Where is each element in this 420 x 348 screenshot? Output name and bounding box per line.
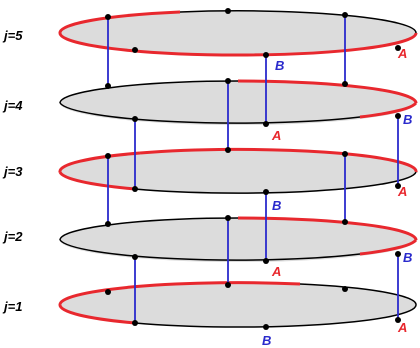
node-points bbox=[105, 8, 401, 330]
level-label-j3: j=3 bbox=[2, 164, 23, 179]
disk-j1 bbox=[60, 283, 416, 327]
node bbox=[225, 8, 231, 14]
node bbox=[225, 282, 231, 288]
node bbox=[132, 186, 138, 192]
point-label-b-j5: B bbox=[275, 58, 284, 73]
level-label-j1: j=1 bbox=[2, 299, 22, 314]
node bbox=[132, 116, 138, 122]
disk-j2-back-arc-left bbox=[59, 217, 239, 241]
node bbox=[342, 81, 348, 87]
point-label-b-j2: B bbox=[403, 250, 412, 265]
disk-j2-back-arc-right bbox=[237, 216, 418, 241]
disk-j2-front-arc-red bbox=[359, 238, 418, 256]
point-label-b-j4: B bbox=[403, 112, 412, 127]
disk-j5-front-arc bbox=[58, 32, 418, 57]
node bbox=[342, 219, 348, 225]
disk-j3-back-arc-right bbox=[139, 147, 418, 173]
level-j3: j=3 B A bbox=[2, 147, 418, 213]
level-j1: j=1 B A bbox=[2, 281, 417, 348]
disk-j1-front-arc-red bbox=[58, 304, 136, 325]
node bbox=[395, 113, 401, 119]
disk-j3-front-arc-red bbox=[58, 171, 136, 191]
disk-j4-front-arc-red bbox=[359, 101, 418, 119]
disk-j1-back-arc-right bbox=[299, 283, 417, 306]
point-label-a-j2: A bbox=[271, 264, 281, 279]
node bbox=[132, 320, 138, 326]
point-label-a-j5: A bbox=[397, 46, 407, 61]
point-label-b-j3: B bbox=[272, 198, 281, 213]
node bbox=[263, 52, 269, 58]
disk-j4-back-arc-right bbox=[237, 79, 418, 104]
disk-j1-front-arc bbox=[134, 304, 417, 328]
node bbox=[225, 215, 231, 221]
node bbox=[263, 121, 269, 127]
point-label-a-j4: A bbox=[271, 128, 281, 143]
disk-j2 bbox=[60, 218, 416, 262]
disk-j4 bbox=[60, 81, 416, 125]
node bbox=[225, 78, 231, 84]
node bbox=[395, 45, 401, 51]
level-label-j5: j=5 bbox=[2, 28, 23, 43]
node bbox=[342, 12, 348, 18]
point-label-b-j1: B bbox=[262, 333, 271, 348]
node bbox=[395, 251, 401, 257]
point-label-a-j1: A bbox=[397, 320, 407, 335]
node bbox=[132, 47, 138, 53]
level-label-j2: j=2 bbox=[2, 229, 23, 244]
node bbox=[132, 254, 138, 260]
node bbox=[105, 83, 111, 89]
level-label-j4: j=4 bbox=[2, 98, 23, 113]
node bbox=[263, 258, 269, 264]
node bbox=[395, 183, 401, 189]
level-j2: j=2 A B bbox=[2, 216, 418, 279]
disk-j5-back-arc-left bbox=[58, 10, 181, 34]
disk-j3-front-arc bbox=[134, 171, 417, 194]
node bbox=[105, 14, 111, 20]
point-label-a-j3: A bbox=[397, 184, 407, 199]
disk-j5 bbox=[60, 11, 416, 55]
node bbox=[342, 286, 348, 292]
level-j4: j=4 A B bbox=[2, 79, 418, 143]
disk-j4-back-arc-left bbox=[59, 80, 239, 104]
disk-j4-front-arc bbox=[59, 102, 361, 124]
node bbox=[225, 147, 231, 153]
disk-j2-front-arc bbox=[59, 239, 361, 261]
disk-j3-back-arc-left bbox=[58, 151, 141, 173]
node bbox=[105, 153, 111, 159]
node bbox=[263, 189, 269, 195]
node bbox=[263, 324, 269, 330]
node bbox=[395, 317, 401, 323]
disk-j3 bbox=[60, 150, 416, 194]
node bbox=[342, 151, 348, 157]
level-j5: j=5 B A bbox=[2, 10, 418, 73]
node bbox=[105, 221, 111, 227]
node bbox=[105, 289, 111, 295]
